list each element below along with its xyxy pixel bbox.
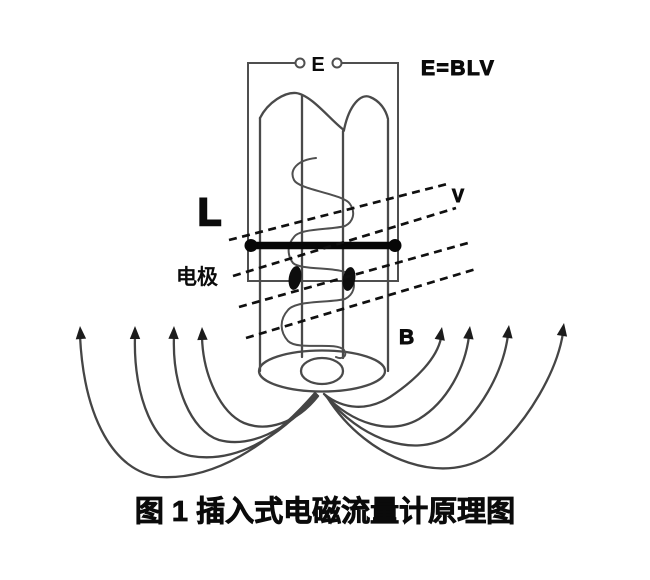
field-arrow-icon (75, 326, 87, 340)
electrode-bar-right-dot (388, 239, 402, 252)
insertion-probe (280, 93, 356, 386)
terminal-right-icon (331, 57, 343, 69)
electrode-bar (244, 239, 402, 252)
terminal-left-icon (294, 57, 306, 69)
field-line-left-inner (200, 335, 320, 428)
field-arrow-icon (168, 326, 179, 340)
field-line-right-outer (325, 331, 565, 470)
field-line-left-3 (172, 334, 319, 444)
velocity-line-4 (245, 267, 477, 340)
field-arrow-icon (129, 326, 141, 339)
magnetic-field-label: B (399, 326, 414, 349)
excitation-coil (280, 157, 355, 360)
pipe-bottom-rim (257, 349, 387, 393)
voltage-circuit: E (247, 54, 399, 282)
field-arrow-icon (197, 327, 208, 341)
figure-caption: 图 1 插入式电磁流量计原理图 (135, 494, 515, 528)
field-arrow-icon (434, 327, 445, 341)
field-arrow-icon (556, 323, 568, 337)
field-line-left-2 (133, 334, 318, 459)
circuit-wire (247, 62, 399, 282)
electrode-label: 电极 (176, 266, 219, 289)
probe-tip-rim (299, 356, 345, 386)
velocity-line-2 (232, 206, 457, 278)
field-line-right-3 (324, 333, 510, 447)
field-arrow-icon (502, 325, 513, 339)
velocity-lines (228, 182, 477, 340)
velocity-label: V (452, 186, 464, 206)
emf-label: E (311, 54, 324, 76)
magnetic-field-lines (75, 323, 568, 479)
field-line-right-inner (322, 336, 443, 408)
electrode-bar-left-dot (244, 239, 258, 252)
velocity-line-1 (228, 182, 448, 242)
pipe-top-break-line (258, 91, 390, 132)
field-arrow-icon (463, 326, 474, 340)
length-label: L (198, 192, 221, 234)
formula-label: E=BLV (421, 57, 495, 80)
electrode-dot-right (342, 267, 356, 291)
electrode-dot-left (288, 266, 302, 290)
field-line-right-2 (323, 334, 471, 428)
